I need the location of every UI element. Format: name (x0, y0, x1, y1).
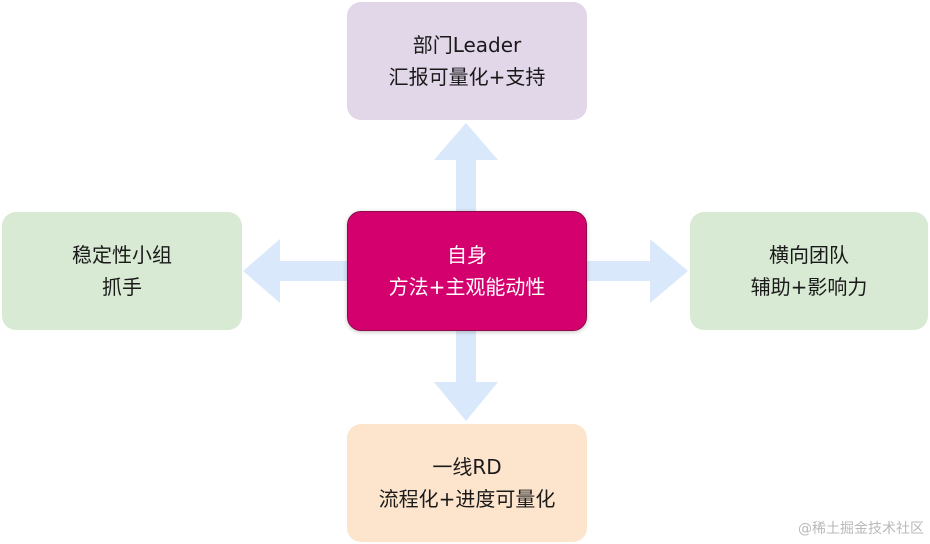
node-title: 横向团队 (769, 243, 849, 267)
node-title: 一线RD (432, 455, 502, 479)
node-subtitle: 辅助+影响力 (750, 275, 868, 299)
node-title: 自身 (447, 243, 487, 267)
node-subtitle: 方法+主观能动性 (388, 275, 546, 299)
node-subtitle: 汇报可量化+支持 (388, 65, 546, 89)
arrow-right (587, 239, 688, 303)
node-subtitle: 抓手 (102, 275, 142, 299)
node-stability-group: 稳定性小组 抓手 (2, 212, 242, 330)
node-title: 稳定性小组 (72, 243, 172, 267)
node-frontline-rd: 一线RD 流程化+进度可量化 (347, 424, 587, 542)
node-self: 自身 方法+主观能动性 (347, 211, 587, 331)
node-department-leader: 部门Leader 汇报可量化+支持 (347, 2, 587, 120)
node-subtitle: 流程化+进度可量化 (378, 487, 556, 511)
node-title: 部门Leader (412, 33, 522, 57)
arrow-down (434, 331, 498, 421)
arrow-up (434, 123, 498, 211)
arrow-left (243, 239, 347, 303)
watermark: @稀土掘金技术社区 (798, 521, 924, 537)
node-horizontal-team: 横向团队 辅助+影响力 (690, 212, 928, 330)
